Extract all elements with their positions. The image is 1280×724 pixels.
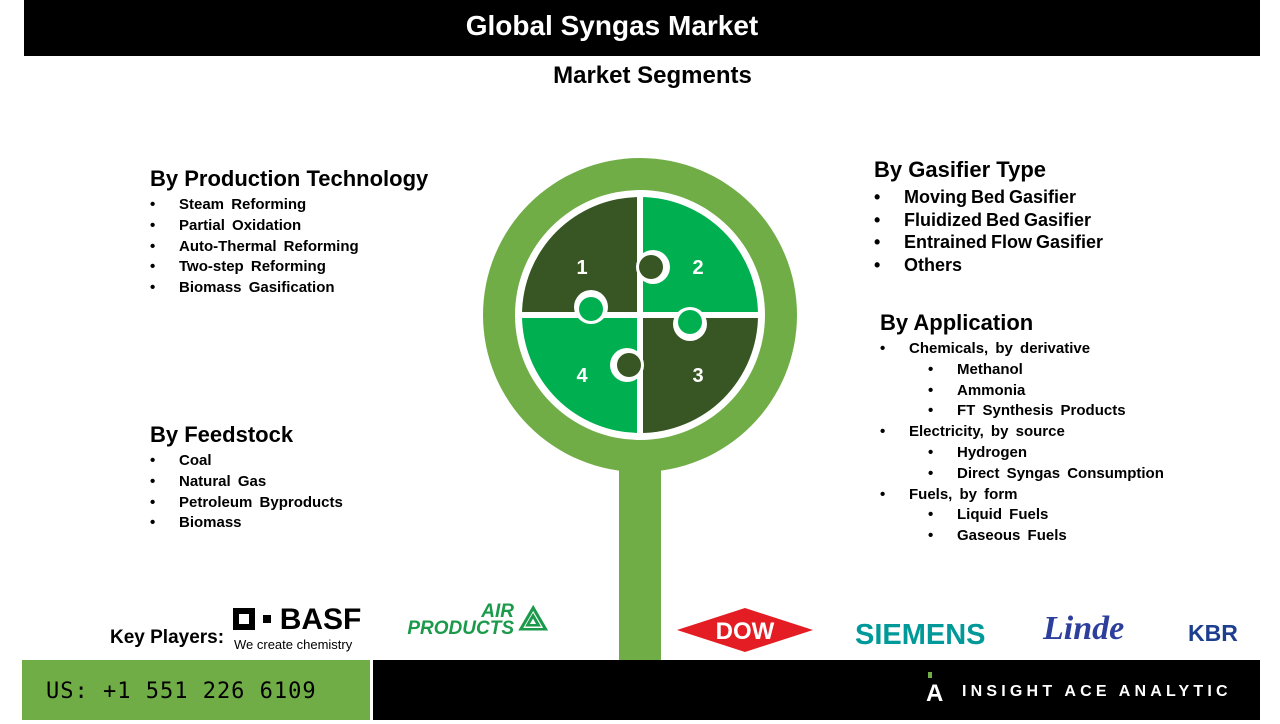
segment-gasifier-type: By Gasifier Type Moving Bed Gasifier Flu… — [874, 157, 1103, 276]
list-item: Two-step Reforming — [150, 257, 428, 278]
magnifier-puzzle-graphic: 1 2 3 4 — [483, 158, 797, 662]
list-item: Fuels, by form — [880, 485, 1164, 506]
brand-logo-letter: A — [926, 680, 944, 707]
footer-bar — [373, 660, 1260, 720]
segment-production-technology: By Production Technology Steam Reforming… — [150, 166, 428, 299]
list-item: Direct Syngas Consumption — [880, 464, 1164, 485]
segment-title: By Feedstock — [150, 422, 294, 447]
puzzle-number: 2 — [692, 257, 703, 279]
list-item: Entrained Flow Gasifier — [874, 231, 1103, 254]
list-item: Biomass Gasification — [150, 278, 428, 299]
logo-text: DOW — [716, 618, 775, 645]
list-item: Partial Oxidation — [150, 216, 428, 237]
title-bar: Global Syngas Market — [24, 0, 1260, 56]
list-item: Gaseous Fuels — [880, 526, 1164, 547]
list-item: Ammonia — [880, 381, 1164, 402]
segment-application: By Application Chemicals, by derivative … — [880, 310, 1164, 547]
siemens-logo: SIEMENS — [855, 619, 986, 651]
segment-title: By Production Technology — [150, 166, 429, 191]
segment-title: By Gasifier Type — [874, 157, 1046, 182]
basf-logo: BASF — [233, 603, 361, 637]
list-item: Natural Gas — [150, 472, 343, 493]
key-players-label: Key Players: — [110, 627, 225, 648]
list-item: Steam Reforming — [150, 195, 428, 216]
page-subtitle: Market Segments — [553, 62, 752, 89]
puzzle-number: 1 — [576, 257, 587, 279]
list-item: Fluidized Bed Gasifier — [874, 209, 1103, 232]
segment-feedstock: By Feedstock Coal Natural Gas Petroleum … — [150, 422, 343, 534]
brand-name: INSIGHT ACE ANALYTIC — [962, 683, 1232, 700]
logo-text: PRODUCTS — [407, 618, 514, 639]
basf-tagline: We create chemistry — [234, 637, 353, 652]
list-item: Petroleum Byproducts — [150, 493, 343, 514]
kbr-logo: KBR — [1188, 620, 1238, 646]
list-item: Biomass — [150, 513, 343, 534]
linde-logo: Linde — [1043, 610, 1125, 647]
list-item: Electricity, by source — [880, 422, 1164, 443]
magnifier-handle — [619, 460, 661, 662]
list-item: Hydrogen — [880, 443, 1164, 464]
segment-title: By Application — [880, 310, 1034, 335]
dow-logo: DOW — [677, 608, 813, 652]
list-item: Coal — [150, 451, 343, 472]
list-item: Others — [874, 254, 1103, 277]
list-item: Methanol — [880, 360, 1164, 381]
list-item: Chemicals, by derivative — [880, 339, 1164, 360]
puzzle-number: 3 — [692, 365, 703, 387]
list-item: Liquid Fuels — [880, 505, 1164, 526]
list-item: Auto-Thermal Reforming — [150, 237, 428, 258]
page-title: Global Syngas Market — [465, 10, 759, 41]
logo-text: AIR — [481, 601, 514, 622]
air-products-icon: ⟁ — [518, 600, 549, 638]
list-item: Moving Bed Gasifier — [874, 186, 1103, 209]
puzzle-number: 4 — [576, 365, 588, 387]
basf-logo-text: BASF — [279, 603, 362, 636]
phone-number: US: +1 551 226 6109 — [22, 660, 370, 720]
brand-logo-icon — [928, 672, 932, 678]
list-item: FT Synthesis Products — [880, 401, 1164, 422]
